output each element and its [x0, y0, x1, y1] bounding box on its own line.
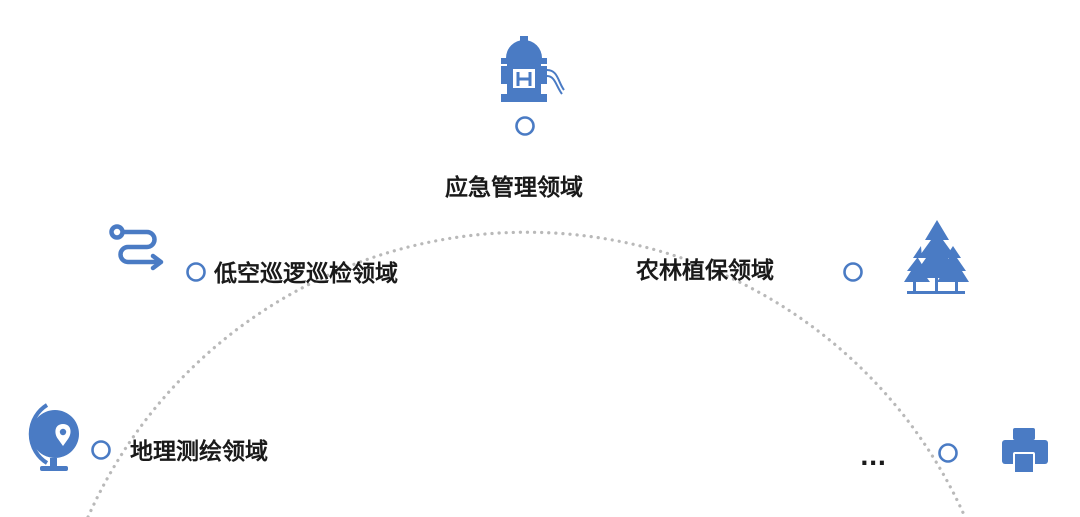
dotted-arc	[86, 230, 967, 517]
forest-icon	[904, 220, 969, 294]
label-agriculture-forestry: 农林植保领域	[636, 258, 774, 284]
node-marker-emergency	[515, 116, 535, 136]
label-low-altitude-patrol: 低空巡逻巡检领域	[214, 261, 398, 287]
printer-icon	[1002, 428, 1048, 472]
route-icon	[109, 224, 164, 271]
label-geographic-mapping: 地理测绘领域	[130, 439, 268, 465]
node-marker-mapping	[91, 440, 111, 460]
globe-location-icon	[28, 403, 79, 471]
label-emergency-management: 应急管理领域	[445, 175, 583, 201]
fire-hydrant-icon	[501, 36, 565, 102]
node-marker-more	[938, 443, 958, 463]
node-marker-agriculture	[843, 262, 863, 282]
label-more: ...	[860, 445, 887, 471]
node-marker-patrol	[186, 262, 206, 282]
